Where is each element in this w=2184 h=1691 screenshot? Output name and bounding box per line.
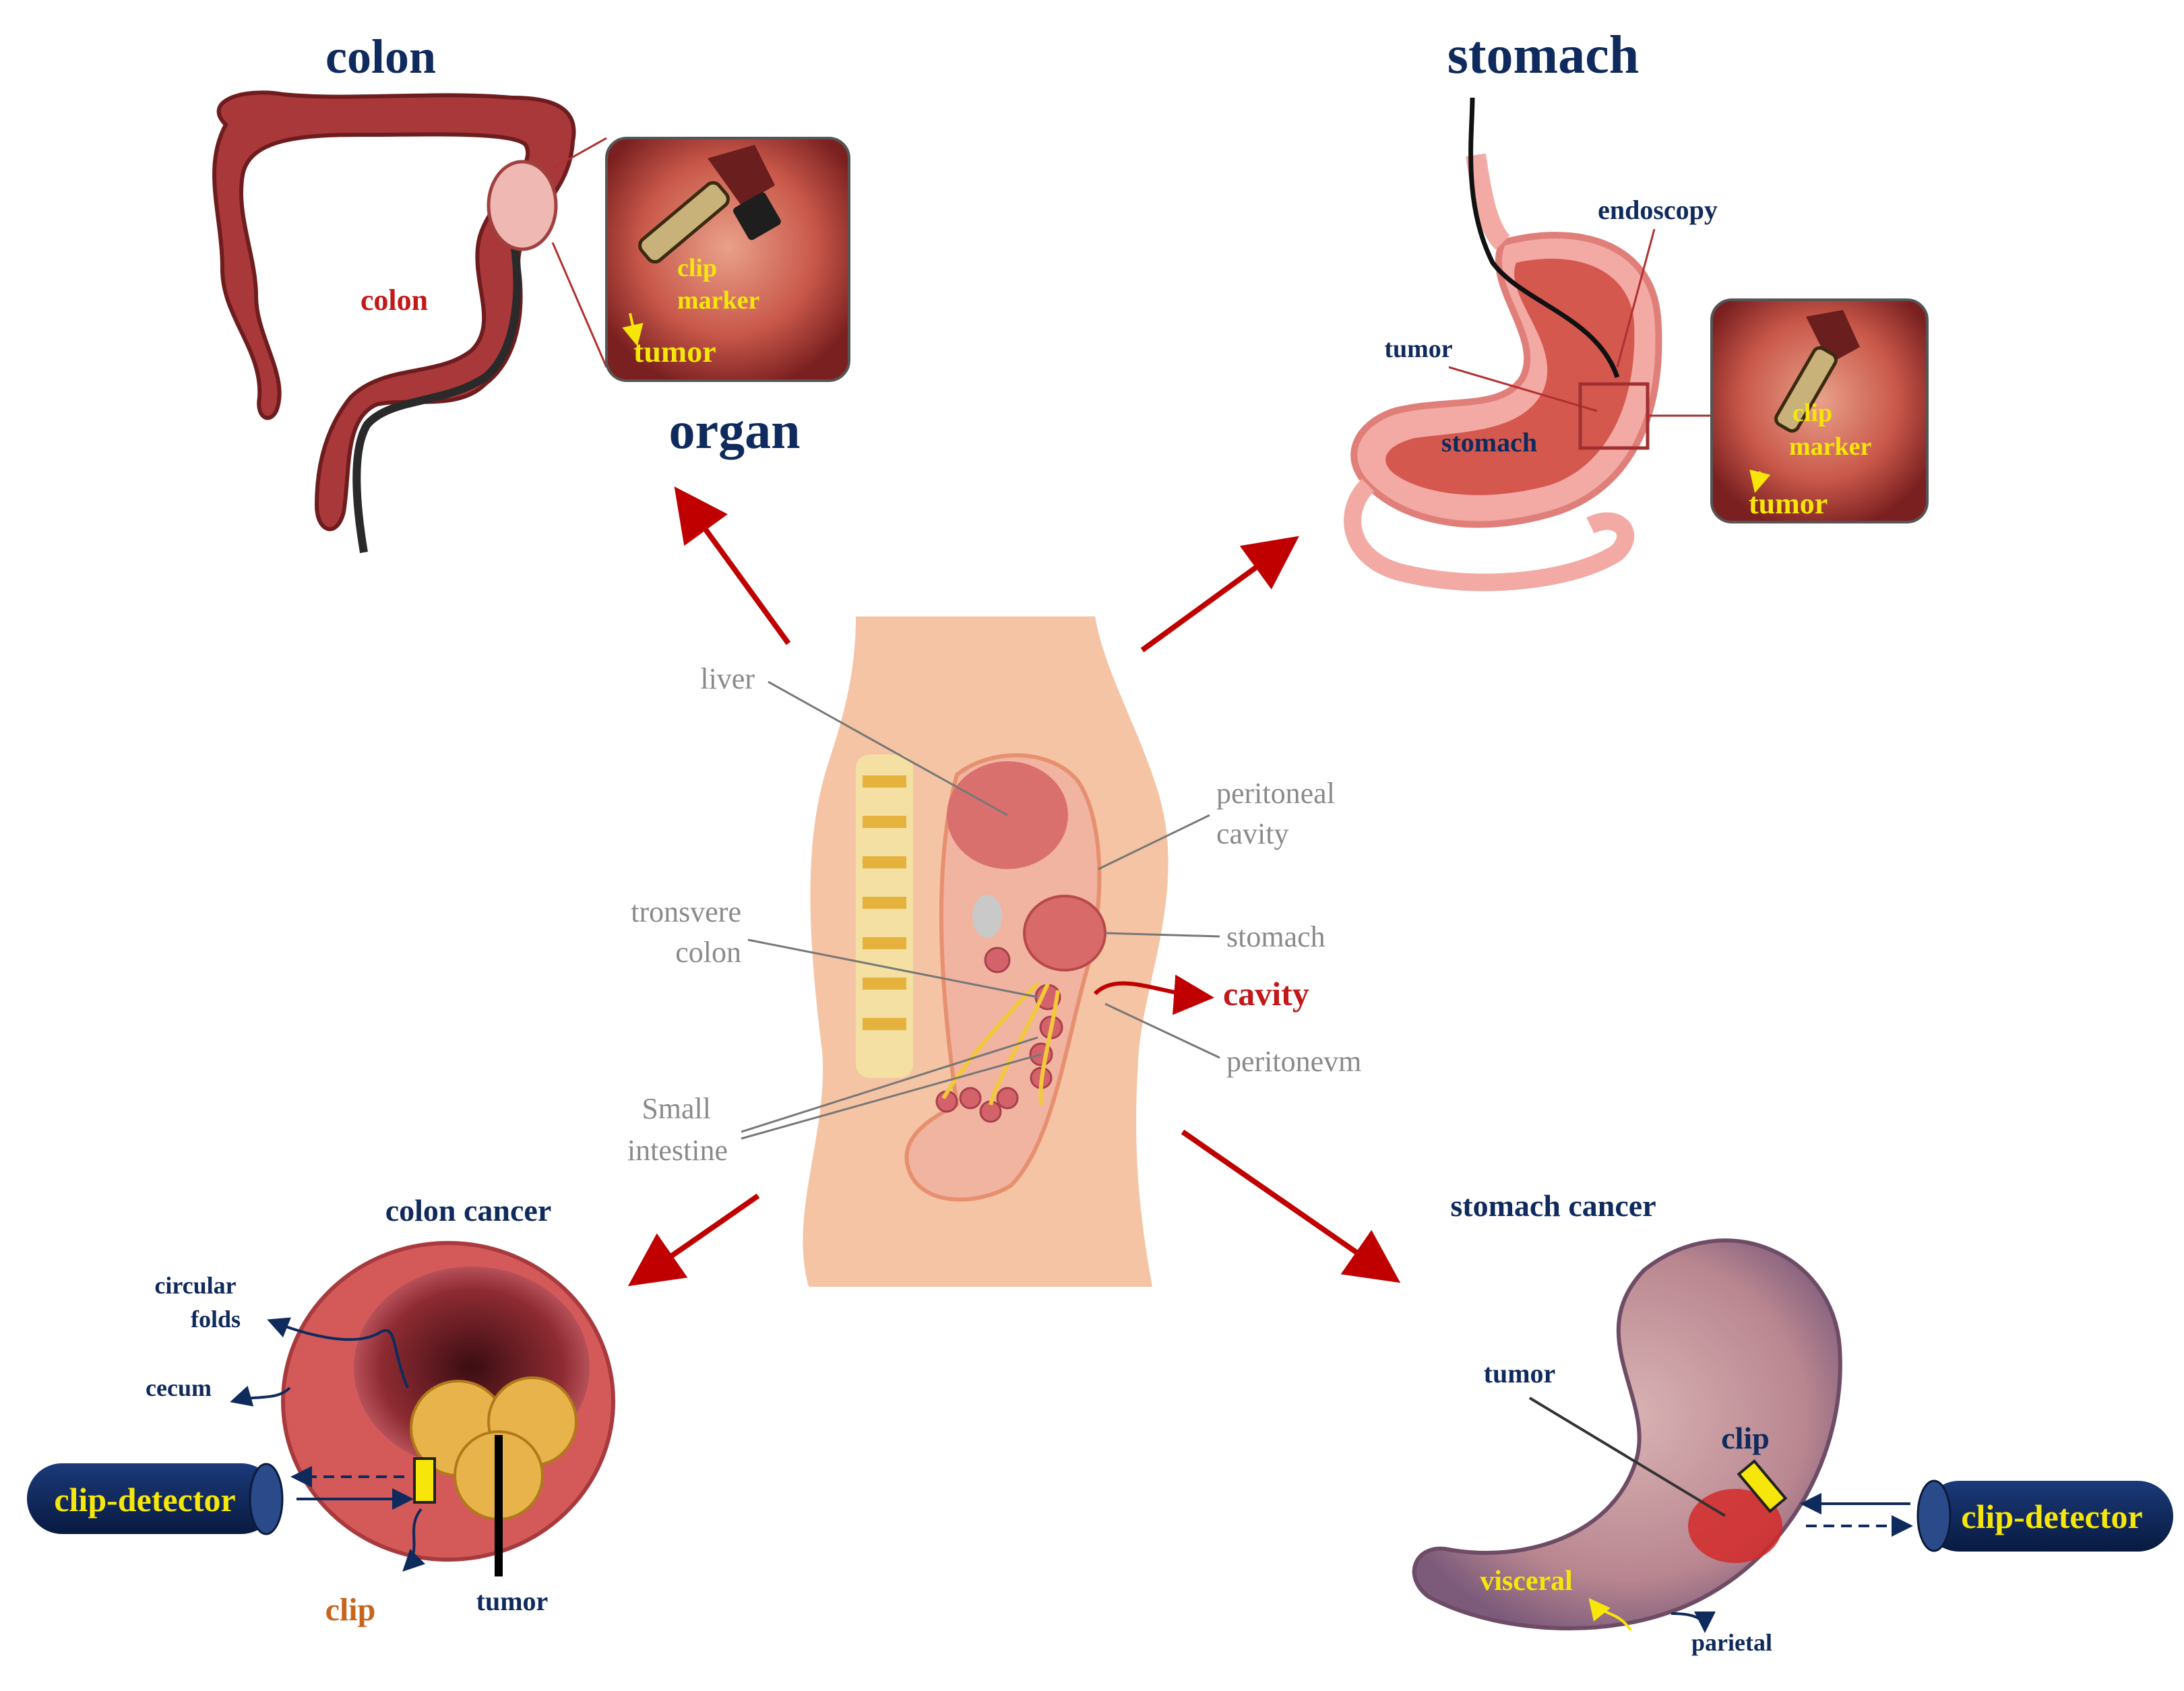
pointer-peritoneal-cavity xyxy=(1098,814,1210,870)
colon-inset-tissue xyxy=(708,145,775,205)
stomach-cancer-tumor-pointer xyxy=(1528,1397,1726,1517)
pointer-peritoneum xyxy=(1104,1002,1220,1059)
label-transverse-2: colon xyxy=(675,936,741,969)
spine xyxy=(856,755,913,1078)
stomach-inset-marker-label: marker xyxy=(1789,433,1872,461)
circular-folds-pointer xyxy=(267,1317,409,1389)
stomach-duodenum xyxy=(1344,478,1635,592)
circular-folds-label-1: circular xyxy=(154,1272,236,1299)
arrow-to-colon-cancer xyxy=(627,1193,760,1287)
colon-cancer-panel: colon cancer tumor circular folds cecum … xyxy=(27,1193,615,1628)
label-small-2: intestine xyxy=(627,1134,728,1167)
colon-clip-pointer xyxy=(402,1508,426,1572)
stomach-title: stomach xyxy=(1447,26,1639,85)
cavity-arrow xyxy=(1093,974,1214,1015)
arrow-to-colon xyxy=(674,486,791,645)
colon-panel: colon colon clip marker tumor xyxy=(212,30,850,553)
stomach-inset-tissue xyxy=(1806,310,1860,364)
center-panel: liver peritoneal cavity tronsvere colon … xyxy=(627,616,1361,1287)
colon-inset-marker-label: marker xyxy=(677,286,760,315)
pointer-transverse-colon xyxy=(747,938,1038,998)
label-liver: liver xyxy=(700,662,755,695)
stomach-cancer-clip-label: clip xyxy=(1721,1421,1770,1455)
parietal-pointer xyxy=(1671,1611,1716,1633)
colon-cancer-title: colon cancer xyxy=(385,1193,552,1227)
colon-inset-clip-label: clip xyxy=(677,254,717,282)
stomach-inset-tumor-label: tumor xyxy=(1749,487,1828,520)
stomach-endoscopy-label: endoscopy xyxy=(1598,195,1718,225)
stomach-inset-clip-label: clip xyxy=(1792,399,1832,427)
cecum-pointer xyxy=(230,1385,291,1407)
stomach-endoscopic-inset xyxy=(1710,298,1929,523)
visceral-pointer xyxy=(1588,1597,1632,1632)
stomach-endoscopy-pointer xyxy=(1616,228,1656,368)
circular-folds-label-2: folds xyxy=(191,1306,241,1333)
colon-highlight-segment xyxy=(487,160,558,251)
parietal-label: parietal xyxy=(1691,1629,1772,1656)
stomach-cancer-panel: stomach cancer tumor clip visceral parie… xyxy=(1412,1188,2173,1656)
arrow-to-stomach xyxy=(1140,536,1299,653)
pointer-small-intestine-2 xyxy=(741,1053,1042,1140)
stomach-cancer-clip xyxy=(1737,1459,1788,1514)
colon-clip xyxy=(413,1457,436,1504)
organ-label: organ xyxy=(669,401,801,459)
colon-detector-lens xyxy=(249,1463,284,1535)
stomach-tumor-pointer xyxy=(1448,366,1598,412)
pointer-liver xyxy=(768,680,1008,817)
stomach-shape xyxy=(1023,895,1106,971)
stomach-endoscope xyxy=(1468,97,1620,379)
stomach-detector-label: clip-detector xyxy=(1961,1498,2142,1535)
label-small-1: Small xyxy=(642,1092,711,1125)
colon-detector-label: clip-detector xyxy=(54,1481,235,1519)
colon-organ-label: colon xyxy=(361,284,428,317)
cecum-label: cecum xyxy=(146,1374,212,1401)
stomach-detector-lens xyxy=(1916,1479,1952,1552)
colon-zoom-line-bottom xyxy=(551,242,608,368)
stomach-tumor-label: tumor xyxy=(1384,335,1452,363)
pointer-stomach xyxy=(1104,932,1220,938)
stomach-cancer-illustration xyxy=(1412,1238,1842,1630)
label-transverse-1: tronsvere xyxy=(631,895,741,928)
colon-illustration xyxy=(212,90,576,532)
colon-endoscope xyxy=(352,231,522,553)
mesentery-vessels xyxy=(941,982,1060,1106)
label-cavity: cavity xyxy=(1223,975,1309,1013)
pointer-small-intestine-1 xyxy=(741,1036,1038,1133)
stomach-cancer-title: stomach cancer xyxy=(1450,1188,1656,1223)
colon-clip-detector xyxy=(27,1463,276,1534)
stomach-cancer-tumor-label: tumor xyxy=(1484,1358,1556,1389)
colon-inset-tumor-label: tumor xyxy=(633,334,716,369)
stomach-organ-label: stomach xyxy=(1441,427,1537,457)
colon-endoscopic-inset xyxy=(605,137,850,382)
colon-clip-marker-device xyxy=(638,181,781,264)
label-peritoneal-1: peritoneal xyxy=(1216,777,1335,810)
stomach-inset-tumor-arrow xyxy=(1749,469,1771,493)
colon-title: colon xyxy=(325,30,436,84)
colon-zoom-line-top xyxy=(552,137,607,170)
peritoneal-cavity xyxy=(904,753,1102,1202)
colon-inset-tumor-arrow xyxy=(622,313,644,346)
label-peritoneum: peritonevm xyxy=(1226,1045,1361,1078)
colon-clip-label: clip xyxy=(325,1592,376,1628)
arrow-to-stomach-cancer xyxy=(1181,1129,1401,1283)
stomach-panel: stomach endoscopy tumor stomach clip mar… xyxy=(1344,26,1929,592)
colon-cancer-tumor-label: tumor xyxy=(476,1586,549,1616)
stomach-clip-detector xyxy=(1924,1481,2173,1552)
stomach-esophagus xyxy=(1466,153,1511,250)
visceral-label: visceral xyxy=(1480,1566,1573,1597)
stomach-clip-marker-device xyxy=(1774,346,1838,433)
stomach-interior xyxy=(1385,259,1635,495)
label-stomach: stomach xyxy=(1226,920,1325,953)
label-peritoneal-2: cavity xyxy=(1216,817,1289,850)
kidney-shape xyxy=(972,895,1002,938)
